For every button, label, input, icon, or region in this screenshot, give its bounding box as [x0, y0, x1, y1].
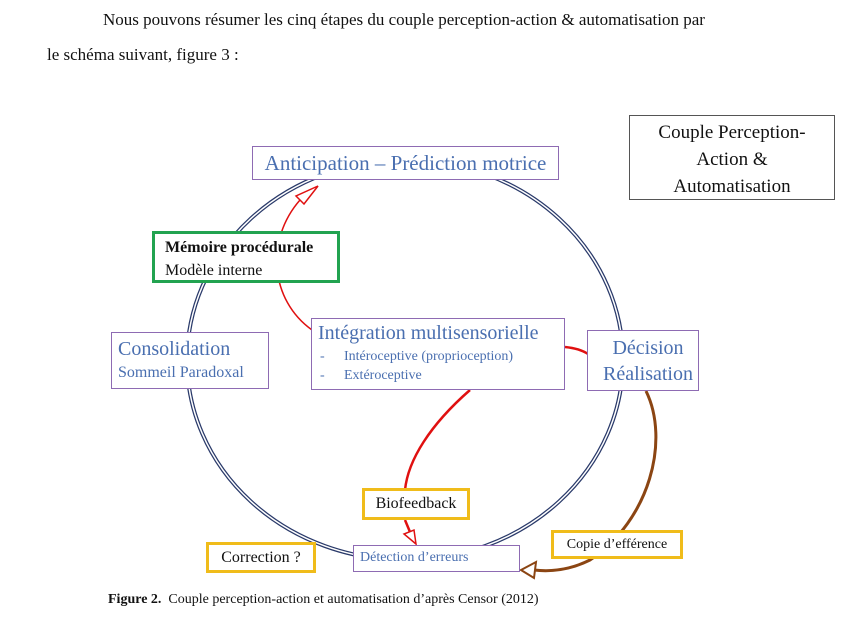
- consolidation-subtitle: Sommeil Paradoxal: [118, 364, 244, 381]
- figure-caption-text: Couple perception-action et automatisati…: [168, 592, 539, 607]
- integration-title: Intégration multisensorielle: [318, 322, 539, 344]
- integration-item-text: Extéroceptive: [344, 368, 422, 383]
- title-line-1: Couple Perception-: [658, 122, 806, 143]
- intro-paragraph-line-2: le schéma suivant, figure 3 :: [47, 45, 239, 64]
- correction-label: Correction ?: [206, 542, 316, 573]
- intro-paragraph-line-1: Nous pouvons résumer les cinq étapes du …: [103, 10, 705, 29]
- integration-item: - Extéroceptive: [318, 366, 564, 385]
- bullet: -: [320, 349, 325, 364]
- diagram-title-box: Couple Perception- Action & Automatisati…: [629, 115, 835, 200]
- anticipation-box: Anticipation – Prédiction motrice: [252, 146, 559, 180]
- consolidation-box: Consolidation Sommeil Paradoxal: [111, 332, 269, 389]
- detection-box: Détection d’erreurs: [353, 545, 520, 572]
- biofeedback-to-detection-line: [403, 519, 412, 533]
- arrowhead-detection: [402, 528, 418, 546]
- integration-to-biofeedback-line: [403, 389, 471, 491]
- title-line-3: Automatisation: [673, 176, 791, 197]
- efference-copy-label: Copie d’efférence: [551, 530, 683, 559]
- memoire-subtitle: Modèle interne: [165, 262, 263, 279]
- figure-caption: Figure 2. Couple perception-action et au…: [108, 592, 539, 608]
- decision-box: Décision Réalisation: [587, 330, 699, 391]
- integration-box: Intégration multisensorielle - Intérocep…: [311, 318, 565, 390]
- arrowhead-anticipation: [294, 185, 319, 206]
- memoire-title: Mémoire procédurale: [165, 239, 314, 256]
- decision-line-2: Réalisation: [603, 363, 693, 385]
- title-line-2: Action &: [696, 149, 768, 170]
- integration-item-text: Intéroceptive (proprioception): [344, 349, 514, 364]
- biofeedback-label: Biofeedback: [362, 488, 470, 520]
- bullet: -: [320, 368, 325, 383]
- integration-to-decision-line: [564, 345, 589, 356]
- decision-line-1: Décision: [612, 337, 684, 359]
- memoire-box: Mémoire procédurale Modèle interne: [152, 231, 340, 283]
- arrowhead-efference: [518, 560, 538, 580]
- figure-label: Figure 2.: [108, 592, 162, 607]
- consolidation-title: Consolidation: [118, 338, 231, 360]
- integration-item: - Intéroceptive (proprioception): [318, 347, 564, 366]
